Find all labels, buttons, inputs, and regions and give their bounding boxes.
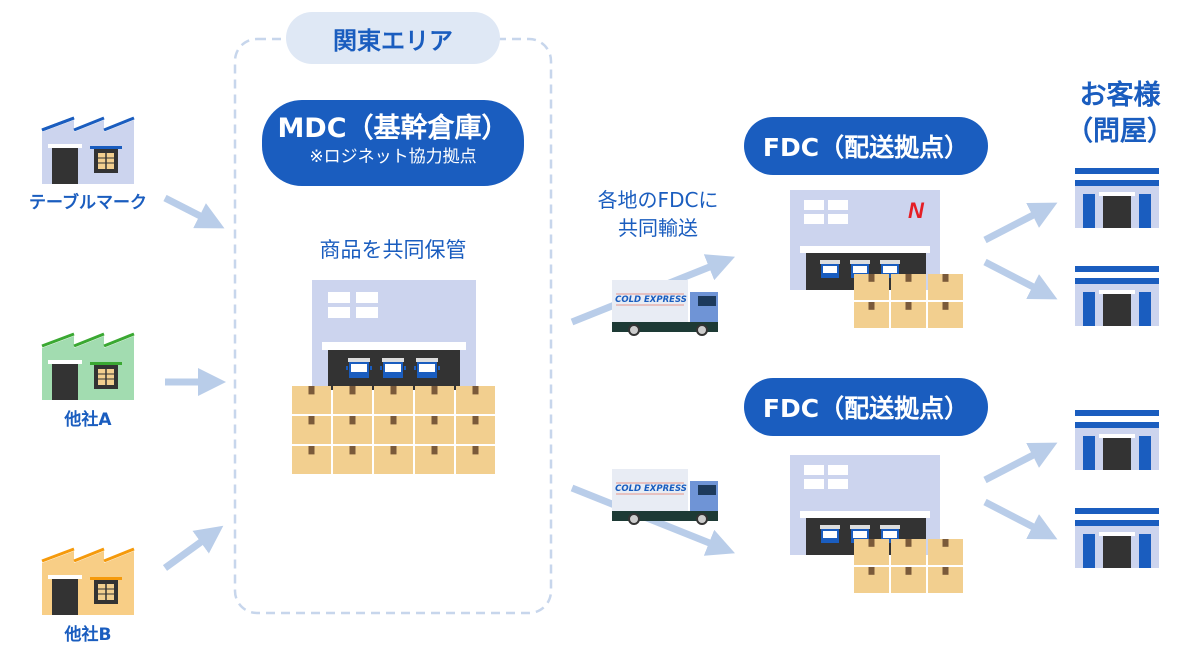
fdc2-title-badge: FDC（配送拠点） <box>744 378 988 436</box>
box-tape <box>349 446 356 455</box>
dock-trucks <box>346 358 440 378</box>
box-tape <box>905 274 912 282</box>
box-tape <box>349 416 356 425</box>
box-tape <box>942 302 949 310</box>
supplier-label-other-b: 他社B <box>64 625 112 645</box>
box-tape <box>868 539 875 547</box>
customers-title: お客様 （問屋） <box>1050 78 1190 150</box>
box-tape <box>942 567 949 575</box>
supplier-tablemark <box>38 112 138 184</box>
company-logo-icon: N <box>908 198 925 223</box>
truck-lower: COLD EXPRESS <box>610 467 722 527</box>
box-tape <box>349 386 356 395</box>
mdc-title: MDC（基幹倉庫） <box>277 113 509 144</box>
supplier-label-tablemark: テーブルマーク <box>29 193 147 213</box>
box-tape <box>905 302 912 310</box>
factory-icon-blue <box>41 116 135 184</box>
box-tape <box>868 302 875 310</box>
transport-caption: 各地のFDCに 共同輸送 <box>568 186 748 242</box>
box-tape <box>390 416 397 425</box>
svg-text:N: N <box>908 198 925 223</box>
box-tape <box>472 446 479 455</box>
factory-icon-green <box>41 332 135 400</box>
arrow-fdc1-to-cust2 <box>983 258 1058 300</box>
box-tape <box>868 567 875 575</box>
arrow-fdc2-to-cust3 <box>983 442 1058 484</box>
box-tape <box>390 446 397 455</box>
arrow-supplierB-to-mdc <box>162 525 224 571</box>
transport-caption-line1: 各地のFDCに <box>597 188 719 212</box>
box-tape <box>942 539 949 547</box>
box-tape <box>431 416 438 425</box>
box-tape <box>472 416 479 425</box>
box-tape <box>905 567 912 575</box>
fdc2-title: FDC（配送拠点） <box>762 394 970 423</box>
fdc1-warehouse-icon: N <box>790 190 963 328</box>
box-tape <box>308 446 315 455</box>
box-tape <box>390 386 397 395</box>
stacked-boxes <box>292 386 495 474</box>
fdc1-title-badge: FDC（配送拠点） <box>744 117 988 175</box>
customer-store-icon <box>1075 168 1159 228</box>
fdc1-title: FDC（配送拠点） <box>762 133 970 162</box>
fdc2-warehouse-icon <box>790 455 963 593</box>
arrow-fdc2-to-cust4 <box>983 498 1058 540</box>
factory-icon-orange <box>41 547 135 615</box>
supplier-label-other-a: 他社A <box>64 410 112 430</box>
box-tape <box>472 386 479 395</box>
arrow-supplier1-to-mdc <box>163 194 225 229</box>
stacked-boxes <box>854 274 963 328</box>
region-label-text: 関東エリア <box>333 26 453 55</box>
customer-store-icon <box>1075 266 1159 326</box>
mdc-subtitle: ※ロジネット協力拠点 <box>309 147 477 167</box>
customer-store-icon <box>1075 410 1159 470</box>
supplier-other-a <box>38 328 138 400</box>
box-tape <box>905 539 912 547</box>
customer-store-icon <box>1075 508 1159 568</box>
customers-title-line1: お客様 <box>1079 80 1161 111</box>
truck-icon <box>612 280 718 336</box>
customers-title-line2: （問屋） <box>1066 116 1174 147</box>
box-tape <box>431 386 438 395</box>
mdc-title-badge: MDC（基幹倉庫） ※ロジネット協力拠点 <box>262 100 524 186</box>
transport-caption-line2: 共同輸送 <box>618 216 698 240</box>
box-tape <box>308 416 315 425</box>
truck-label: COLD EXPRESS <box>615 295 687 305</box>
box-tape <box>868 274 875 282</box>
truck-label: COLD EXPRESS <box>615 484 687 494</box>
kanto-region-label: 関東エリア <box>286 12 500 64</box>
truck-upper: COLD EXPRESS <box>610 278 722 338</box>
box-tape <box>431 446 438 455</box>
arrow-fdc1-to-cust1 <box>983 202 1058 244</box>
box-tape <box>942 274 949 282</box>
mdc-warehouse-icon <box>292 280 495 474</box>
box-tape <box>308 386 315 395</box>
mdc-caption: 商品を共同保管 <box>319 238 467 262</box>
truck-icon <box>612 469 718 525</box>
supplier-other-b <box>38 543 138 615</box>
stacked-boxes <box>854 539 963 593</box>
